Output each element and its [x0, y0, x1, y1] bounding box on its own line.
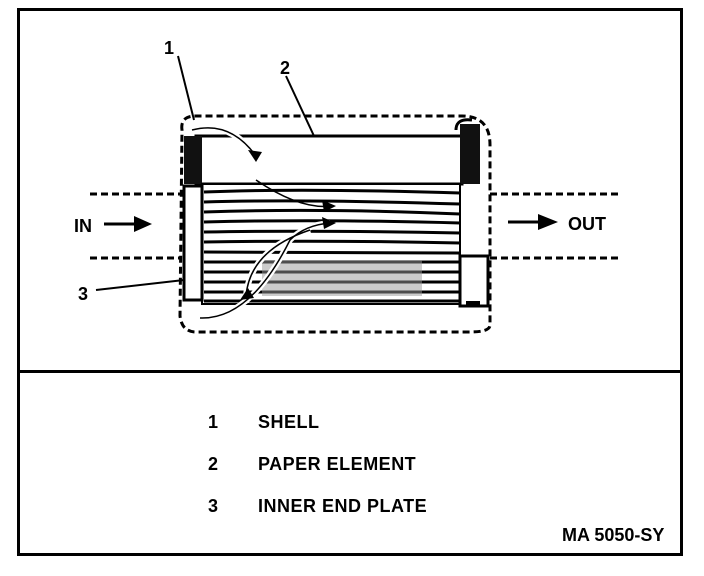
- legend-label: INNER END PLATE: [258, 496, 428, 516]
- leader-lines: [95, 55, 315, 291]
- left-end-cap: [184, 136, 202, 184]
- callout-2: 2: [280, 58, 290, 78]
- right-bracket: [458, 254, 490, 308]
- legend-label: PAPER ELEMENT: [258, 454, 417, 474]
- legend-number: 2: [208, 454, 219, 474]
- figure-code: MA 5050-SY: [562, 525, 665, 545]
- legend-item: 2 PAPER ELEMENT: [208, 454, 416, 475]
- legend-number: 1: [208, 412, 219, 432]
- out-arrow: [508, 214, 558, 230]
- legend-item: 3 INNER END PLATE: [208, 496, 427, 517]
- callout-3: 3: [78, 284, 88, 304]
- in-arrow: [104, 216, 152, 232]
- right-end-cap: [460, 124, 480, 184]
- figure-frame: [17, 8, 683, 556]
- shell-body: [194, 134, 464, 186]
- in-label: IN: [74, 216, 92, 236]
- legend-number: 3: [208, 496, 219, 516]
- filter-diagram: IN OUT 1 2 3: [74, 38, 620, 334]
- housing-outline: [178, 114, 492, 334]
- callout-1: 1: [164, 38, 174, 58]
- out-label: OUT: [568, 214, 606, 234]
- inner-end-plate: [182, 184, 204, 302]
- legend-item: 1 SHELL: [208, 412, 320, 433]
- right-cap-lip: [454, 118, 473, 131]
- section-divider: [17, 370, 683, 373]
- paper-element-pleats: [201, 183, 461, 305]
- legend-label: SHELL: [258, 412, 320, 432]
- inlet-tube: [90, 192, 180, 260]
